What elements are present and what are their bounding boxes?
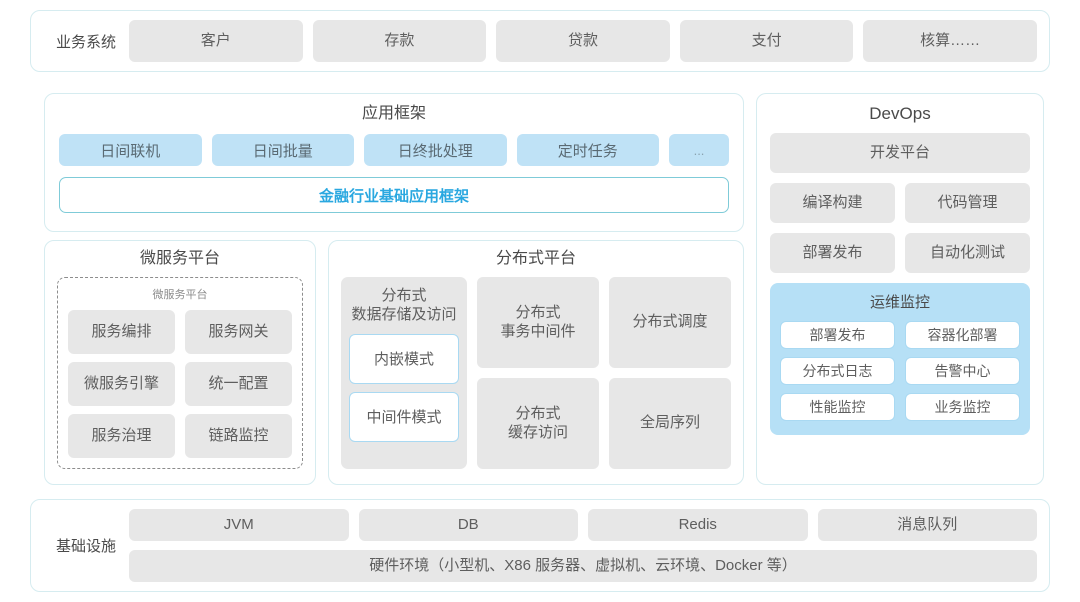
distributed-platform-title: 分布式平台 <box>495 250 576 267</box>
business-system-chip-deposit[interactable]: 存款 <box>312 20 487 62</box>
application-framework-chip-list: 日间联机 日间批量 日终批处理 定时任务 ... <box>59 134 729 166</box>
ops-chip-alarm-center[interactable]: 告警中心 <box>905 357 1020 385</box>
microservice-platform-dashed-group: 微服务平台 服务编排 服务网关 微服务引擎 统一配置 服务治理 链路监控 <box>57 277 303 469</box>
microservice-chip-service-gateway[interactable]: 服务网关 <box>185 310 292 354</box>
devops-title: DevOps <box>869 104 931 123</box>
appfw-chip-daytime-batch[interactable]: 日间批量 <box>211 134 354 166</box>
distributed-data-storage-title-line2: 数据存储及访问 <box>351 305 457 323</box>
infrastructure-label: 基础设施 <box>55 538 116 555</box>
ops-chip-business-monitor[interactable]: 业务监控 <box>905 393 1020 421</box>
microservice-chip-unified-config[interactable]: 统一配置 <box>185 362 292 406</box>
microservice-chip-service-orchestration[interactable]: 服务编排 <box>68 310 175 354</box>
appfw-chip-eod-batch[interactable]: 日终批处理 <box>364 134 507 166</box>
application-framework-title: 应用框架 <box>361 105 426 122</box>
distributed-platform-body: 分布式 数据存储及访问 内嵌模式 中间件模式 分布式事务中间件 分布式调度 分布… <box>341 277 731 469</box>
ops-chip-deploy-release[interactable]: 部署发布 <box>780 321 895 349</box>
devops-chip-compile-build[interactable]: 编译构建 <box>770 183 895 223</box>
microservice-chip-trace-monitor[interactable]: 链路监控 <box>185 414 292 458</box>
devops-chip-code-management[interactable]: 代码管理 <box>905 183 1030 223</box>
microservice-platform-panel: 微服务平台 微服务平台 服务编排 服务网关 微服务引擎 统一配置 服务治理 链路… <box>44 240 316 485</box>
microservice-platform-sub-label: 微服务平台 <box>152 289 208 301</box>
devops-chip-dev-platform[interactable]: 开发平台 <box>770 133 1030 173</box>
ops-chip-distributed-log[interactable]: 分布式日志 <box>780 357 895 385</box>
business-system-chip-customer[interactable]: 客户 <box>129 20 303 62</box>
distributed-mode-middleware[interactable]: 中间件模式 <box>349 391 459 442</box>
devops-pair-row-2: 部署发布 自动化测试 <box>770 233 1030 273</box>
ops-monitor-grid: 部署发布 容器化部署 分布式日志 告警中心 性能监控 业务监控 <box>780 321 1020 421</box>
appfw-chip-daytime-online[interactable]: 日间联机 <box>59 134 202 166</box>
microservice-platform-title: 微服务平台 <box>139 250 220 267</box>
ops-chip-container-deploy[interactable]: 容器化部署 <box>905 321 1020 349</box>
business-system-chip-loan[interactable]: 贷款 <box>496 20 670 62</box>
business-system-chip-accounting[interactable]: 核算…… <box>863 20 1037 62</box>
distributed-data-storage-title: 分布式 数据存储及访问 <box>349 287 459 325</box>
devops-pair-row-1: 编译构建 代码管理 <box>770 183 1030 223</box>
infrastructure-panel: 基础设施 JVM DB Redis 消息队列 硬件环境（小型机、X86 服务器、… <box>30 499 1050 592</box>
devops-panel: DevOps 开发平台 编译构建 代码管理 部署发布 自动化测试 运维监控 部署… <box>756 93 1044 485</box>
finance-base-framework-bar[interactable]: 金融行业基础应用框架 <box>59 177 729 213</box>
distributed-platform-panel: 分布式平台 分布式 数据存储及访问 内嵌模式 中间件模式 分布式事务中间件 分布… <box>328 240 744 485</box>
devops-chip-deploy-release[interactable]: 部署发布 <box>770 233 895 273</box>
devops-chip-automated-test[interactable]: 自动化测试 <box>905 233 1030 273</box>
business-systems-label: 业务系统 <box>55 33 116 51</box>
distributed-chip-cache-access[interactable]: 分布式缓存访问 <box>477 378 599 469</box>
distributed-mode-embedded[interactable]: 内嵌模式 <box>349 333 459 384</box>
business-systems-chip-list: 客户 存款 贷款 支付 核算…… <box>129 20 1037 62</box>
infrastructure-hardware-bar[interactable]: 硬件环境（小型机、X86 服务器、虚拟机、云环境、Docker 等） <box>129 550 1037 582</box>
distributed-data-storage-title-line1: 分布式 <box>381 287 427 304</box>
application-framework-panel: 应用框架 日间联机 日间批量 日终批处理 定时任务 ... 金融行业基础应用框架 <box>44 93 744 232</box>
ops-monitor-title: 运维监控 <box>869 294 930 311</box>
infrastructure-chip-message-queue[interactable]: 消息队列 <box>817 509 1037 541</box>
distributed-chip-global-sequence[interactable]: 全局序列 <box>609 378 731 469</box>
appfw-chip-scheduled-task[interactable]: 定时任务 <box>516 134 659 166</box>
business-systems-panel: 业务系统 客户 存款 贷款 支付 核算…… <box>30 10 1050 72</box>
microservice-chip-service-engine[interactable]: 微服务引擎 <box>68 362 175 406</box>
distributed-platform-grid: 分布式事务中间件 分布式调度 分布式缓存访问 全局序列 <box>477 277 731 469</box>
infrastructure-body: JVM DB Redis 消息队列 硬件环境（小型机、X86 服务器、虚拟机、云… <box>129 509 1037 582</box>
distributed-chip-scheduling[interactable]: 分布式调度 <box>609 277 731 368</box>
infrastructure-chip-db[interactable]: DB <box>358 509 578 541</box>
infrastructure-chip-redis[interactable]: Redis <box>588 509 808 541</box>
infrastructure-chip-jvm[interactable]: JVM <box>129 509 349 541</box>
distributed-chip-transaction-middleware[interactable]: 分布式事务中间件 <box>477 277 599 368</box>
business-system-chip-payment[interactable]: 支付 <box>679 20 854 62</box>
distributed-data-storage-card[interactable]: 分布式 数据存储及访问 内嵌模式 中间件模式 <box>341 277 467 469</box>
appfw-chip-more[interactable]: ... <box>669 134 729 166</box>
microservice-chip-service-governance[interactable]: 服务治理 <box>68 414 175 458</box>
microservice-platform-grid: 服务编排 服务网关 微服务引擎 统一配置 服务治理 链路监控 <box>68 310 292 458</box>
infrastructure-chip-list: JVM DB Redis 消息队列 <box>129 509 1037 541</box>
ops-chip-performance-monitor[interactable]: 性能监控 <box>780 393 895 421</box>
ops-monitor-group: 运维监控 部署发布 容器化部署 分布式日志 告警中心 性能监控 业务监控 <box>770 283 1030 435</box>
